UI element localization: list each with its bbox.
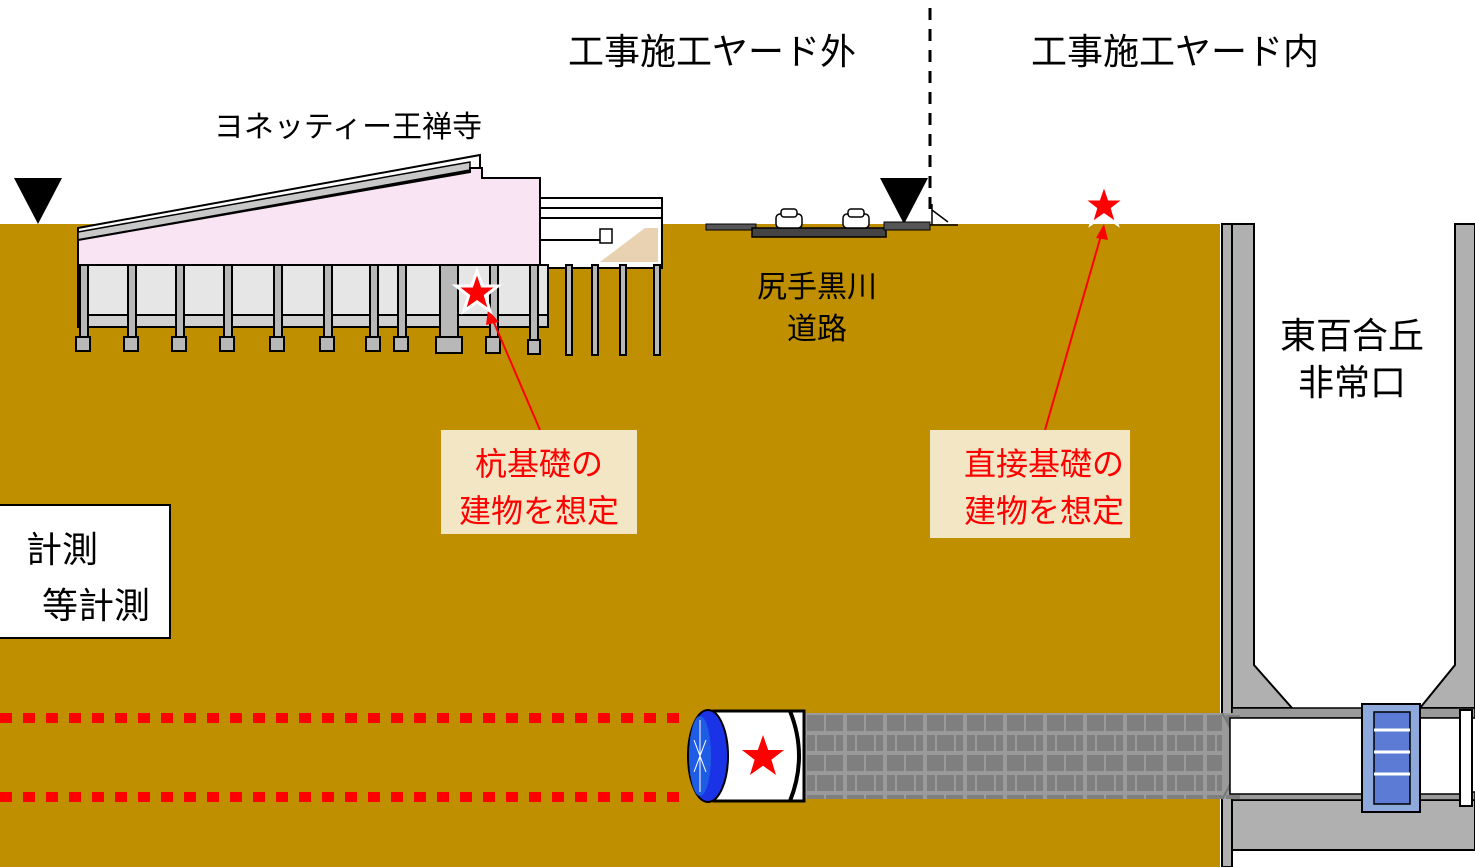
measurement-box: 計測 等計測 [0, 504, 171, 639]
measurement-line2: 等計測 [42, 586, 150, 627]
building-yonetty [75, 153, 663, 356]
pile-callout-line1: 杭基礎の [475, 445, 603, 483]
zone-label-inside: 工事施工ヤード内 [1031, 32, 1319, 73]
direct-callout-leader [1044, 231, 1103, 431]
pile-callout-leader [491, 317, 541, 431]
arrowhead-icon [486, 310, 499, 325]
tunnel-segments [800, 703, 1473, 813]
pile-foundation-callout: 杭基礎の 建物を想定 [441, 430, 637, 534]
star-icon [1081, 182, 1127, 226]
road [705, 204, 958, 238]
car-icon [842, 208, 870, 229]
building-label: ヨネッティー王禅寺 [214, 110, 482, 145]
direct-foundation-callout: 直接基礎の 建物を想定 [930, 430, 1130, 538]
measurement-line1: 計測 [26, 530, 98, 571]
pile-callout-line2: 建物を想定 [459, 492, 619, 530]
shaft-label-line1: 東百合丘 [1280, 316, 1424, 357]
direct-callout-line2: 建物を想定 [964, 492, 1124, 530]
road-label-line1: 尻手黒川 [757, 270, 877, 305]
road-label-line2: 道路 [787, 312, 847, 347]
direct-callout-line1: 直接基礎の [964, 445, 1124, 483]
shaft-label-line2: 非常口 [1298, 363, 1406, 404]
zone-label-outside: 工事施工ヤード外 [568, 32, 856, 73]
ground-level-triangle-icon [14, 178, 62, 224]
ground-level-triangle-icon [880, 178, 928, 224]
car-icon [775, 208, 803, 229]
shield-machine [687, 709, 806, 803]
arrowhead-icon [1096, 224, 1108, 240]
